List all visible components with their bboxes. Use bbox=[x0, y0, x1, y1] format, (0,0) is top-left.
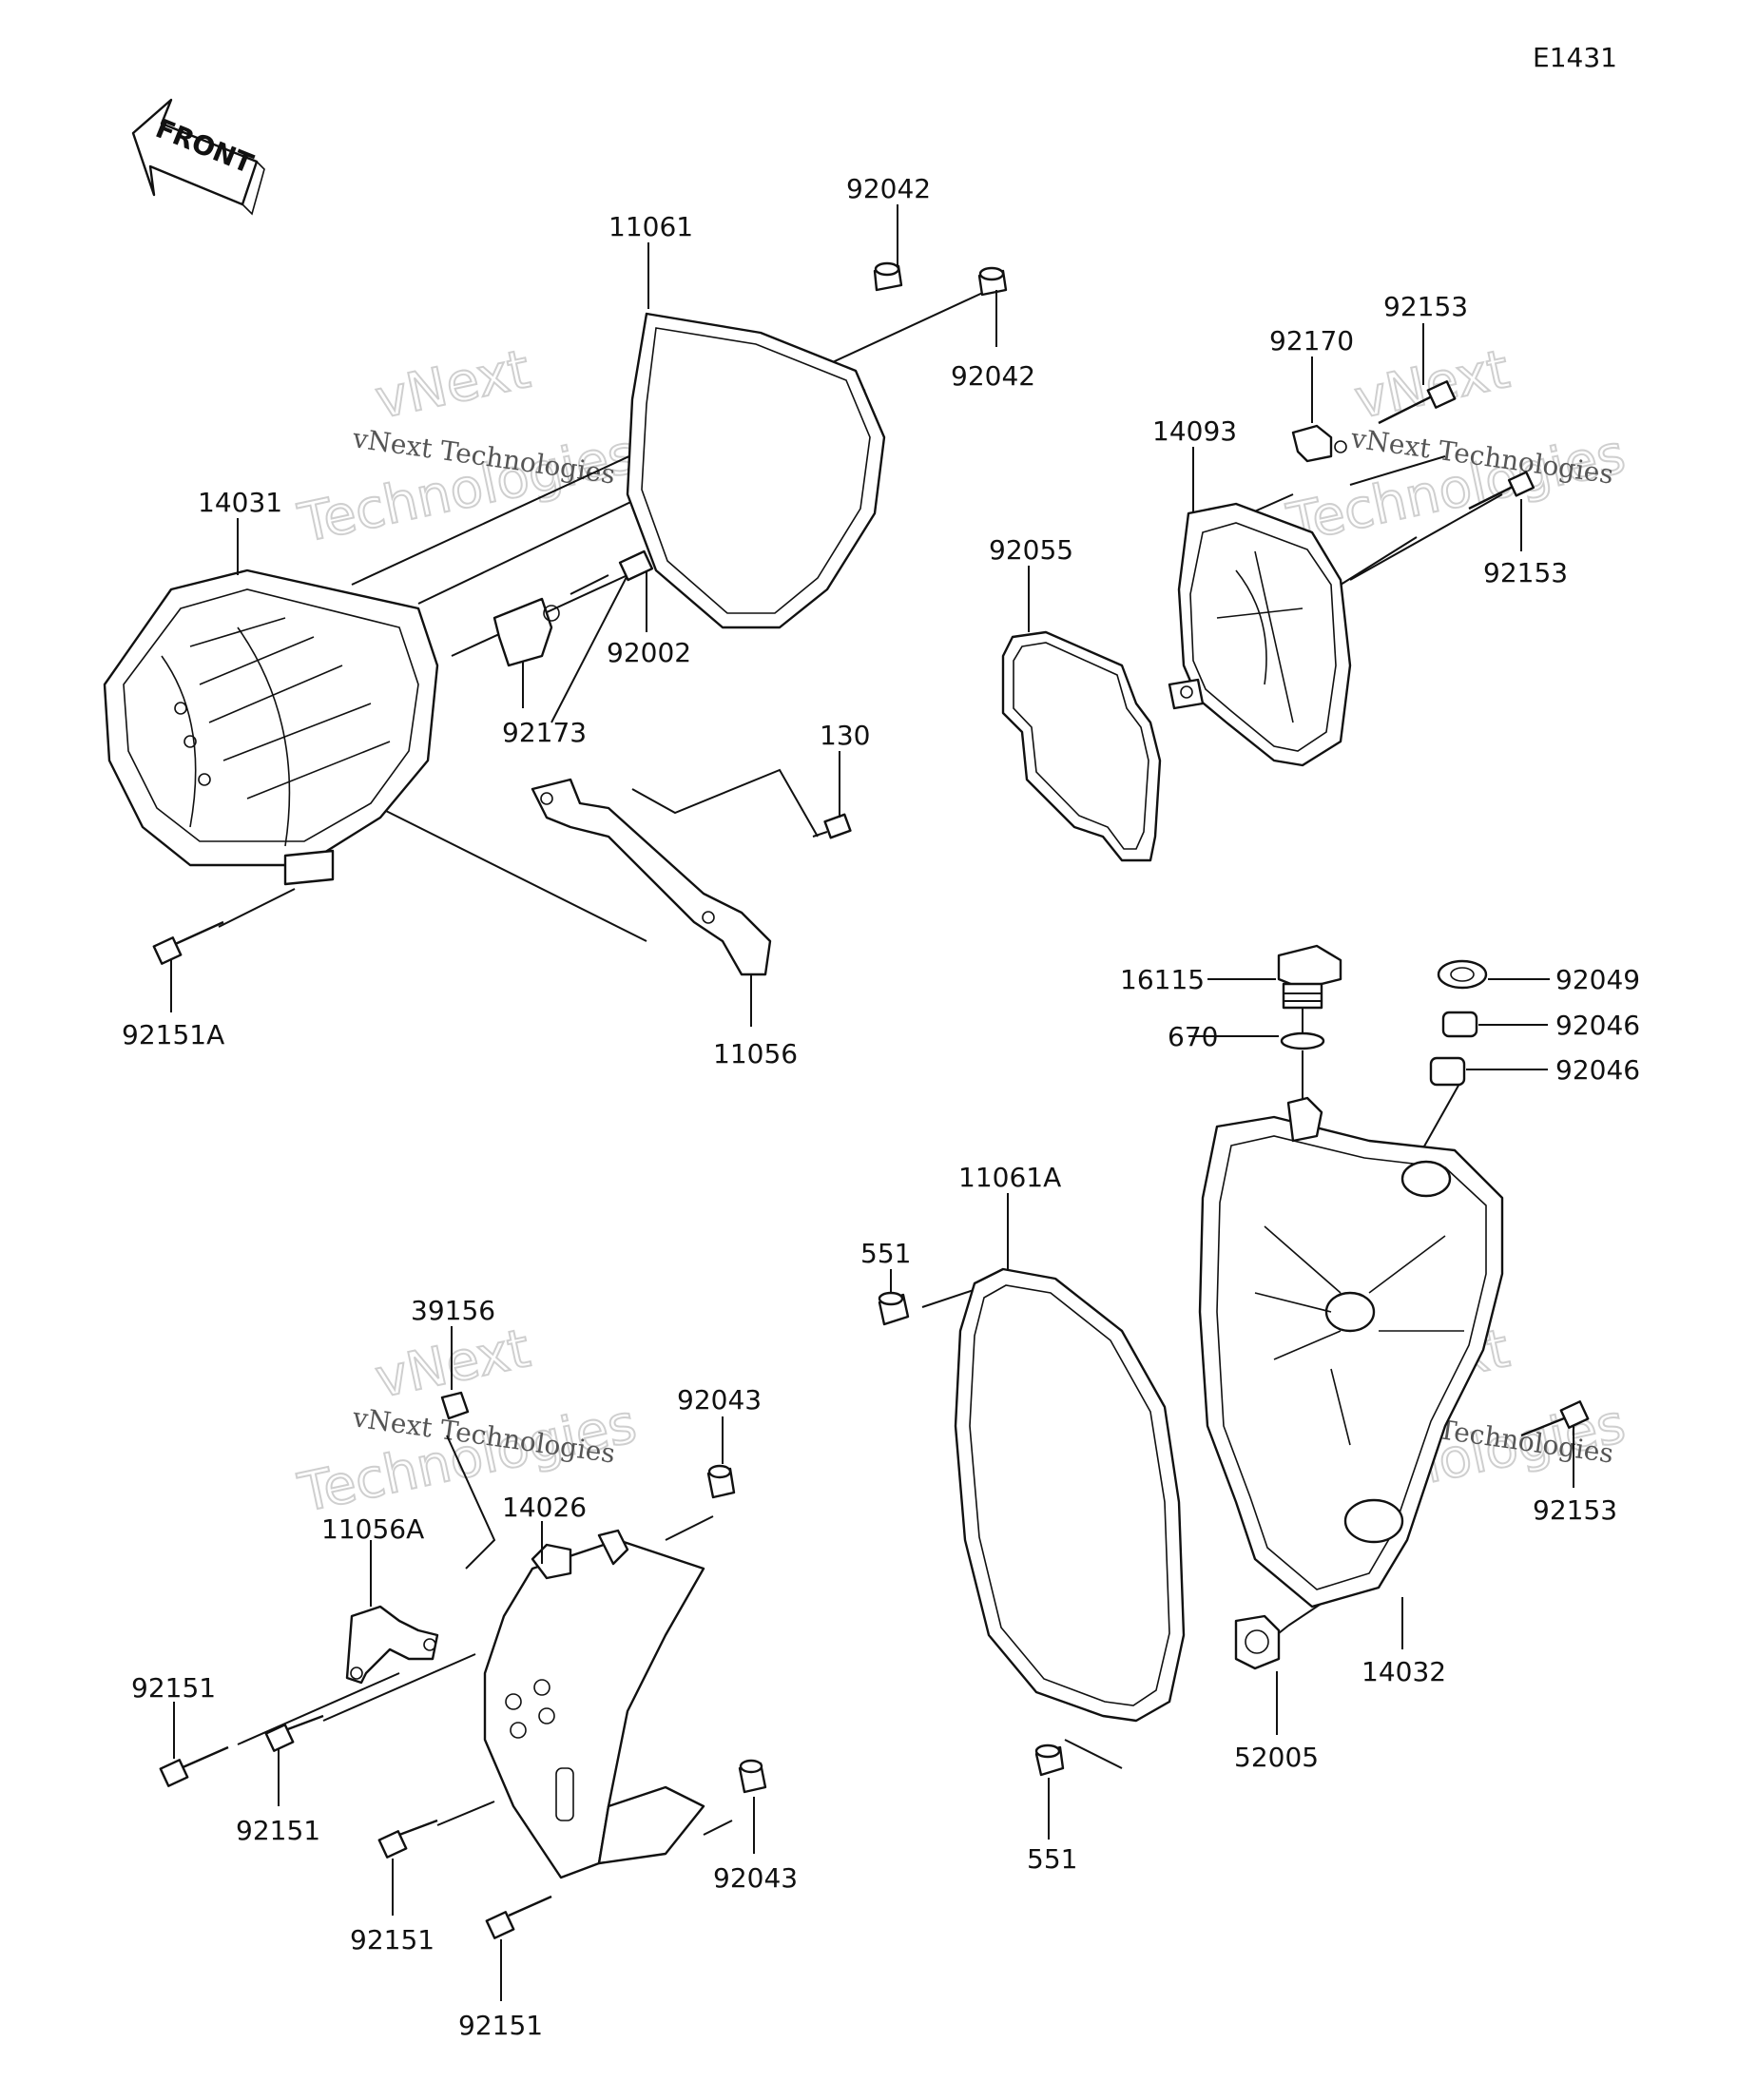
clutch-cover-14032 bbox=[1198, 1096, 1504, 1609]
diagram-id: E1431 bbox=[1533, 42, 1617, 73]
gasket-92055 bbox=[1001, 630, 1162, 862]
label-11056: 11056 bbox=[713, 1038, 798, 1069]
oil-filler-plug-16115 bbox=[1277, 944, 1342, 1010]
plug-52005 bbox=[1234, 1614, 1281, 1670]
label-11061: 11061 bbox=[608, 211, 693, 242]
label-551-a: 551 bbox=[860, 1238, 911, 1269]
bolt-92153-b bbox=[1468, 471, 1535, 511]
cover-14093 bbox=[1168, 502, 1352, 767]
clamp-92173 bbox=[492, 597, 560, 667]
label-92043-a: 92043 bbox=[677, 1384, 762, 1416]
label-92151-c: 92151 bbox=[350, 1924, 434, 1956]
dowel-551-a bbox=[878, 1291, 910, 1326]
label-14031: 14031 bbox=[198, 487, 282, 518]
label-92002: 92002 bbox=[607, 637, 691, 668]
label-92043-b: 92043 bbox=[713, 1862, 798, 1894]
bolt-92151-b bbox=[264, 1714, 324, 1752]
label-92151-d: 92151 bbox=[458, 2010, 543, 2041]
bolt-92151-c bbox=[377, 1819, 438, 1859]
bracket-11056A bbox=[345, 1605, 439, 1685]
bearing-92046-a bbox=[1441, 1011, 1478, 1038]
label-14026: 14026 bbox=[502, 1492, 587, 1523]
bolt-92151-d bbox=[485, 1895, 552, 1939]
label-92046-a: 92046 bbox=[1555, 1010, 1640, 1041]
label-92151-b: 92151 bbox=[236, 1815, 320, 1846]
spacer-92043-b bbox=[738, 1759, 767, 1794]
bolt-130 bbox=[812, 813, 852, 839]
label-92042-a: 92042 bbox=[846, 173, 931, 204]
label-14032: 14032 bbox=[1361, 1656, 1446, 1687]
label-11061A: 11061A bbox=[958, 1162, 1061, 1193]
label-670: 670 bbox=[1168, 1021, 1218, 1052]
bolt-92153-a bbox=[1378, 380, 1457, 425]
spacer-92043-a bbox=[706, 1464, 736, 1499]
leader-lines bbox=[170, 204, 1574, 2001]
label-92046-b: 92046 bbox=[1555, 1054, 1640, 1086]
label-92151A: 92151A bbox=[122, 1019, 224, 1050]
front-arrow-icon: FRONT bbox=[131, 98, 265, 216]
label-130: 130 bbox=[820, 720, 870, 751]
label-52005: 52005 bbox=[1234, 1742, 1319, 1773]
label-92042-b: 92042 bbox=[951, 360, 1035, 392]
label-92049: 92049 bbox=[1555, 964, 1640, 995]
o-ring-670 bbox=[1280, 1031, 1325, 1050]
dowel-92042-a bbox=[873, 261, 903, 292]
svg-text:vNext: vNext bbox=[1349, 338, 1515, 432]
label-92173: 92173 bbox=[502, 717, 587, 748]
gasket-11061 bbox=[626, 312, 886, 629]
label-14093: 14093 bbox=[1152, 415, 1237, 447]
assembly-lines-bottom-left bbox=[237, 1435, 733, 1864]
label-92153-b: 92153 bbox=[1483, 557, 1568, 588]
engine-cover-14031 bbox=[103, 568, 439, 886]
dowel-551-b bbox=[1034, 1744, 1065, 1777]
part-labels: 92042 92042 11061 14031 92002 92173 130 … bbox=[122, 173, 1640, 2041]
label-92153-a: 92153 bbox=[1383, 291, 1468, 322]
bolt-92153-c bbox=[1520, 1400, 1590, 1437]
bearing-92046-b bbox=[1429, 1056, 1466, 1087]
seal-92049 bbox=[1437, 959, 1488, 990]
gasket-11061A bbox=[954, 1267, 1186, 1723]
clamp-92170 bbox=[1291, 424, 1347, 463]
bolt-92151A bbox=[152, 920, 224, 965]
guard-14026 bbox=[483, 1529, 705, 1879]
label-39156: 39156 bbox=[411, 1295, 495, 1326]
label-92170: 92170 bbox=[1269, 325, 1354, 356]
grommet-39156 bbox=[440, 1391, 470, 1420]
dowel-92042-b bbox=[977, 266, 1008, 297]
bracket-11056 bbox=[531, 778, 772, 976]
label-11056A: 11056A bbox=[321, 1513, 424, 1545]
label-551-b: 551 bbox=[1027, 1843, 1077, 1875]
label-16115: 16115 bbox=[1120, 964, 1205, 995]
svg-text:vNext: vNext bbox=[370, 338, 535, 432]
label-92153-c: 92153 bbox=[1533, 1494, 1617, 1526]
label-92055: 92055 bbox=[989, 534, 1073, 566]
bolt-92151-a bbox=[159, 1745, 229, 1787]
bolt-92002 bbox=[570, 549, 654, 595]
label-92151-a: 92151 bbox=[131, 1672, 216, 1704]
